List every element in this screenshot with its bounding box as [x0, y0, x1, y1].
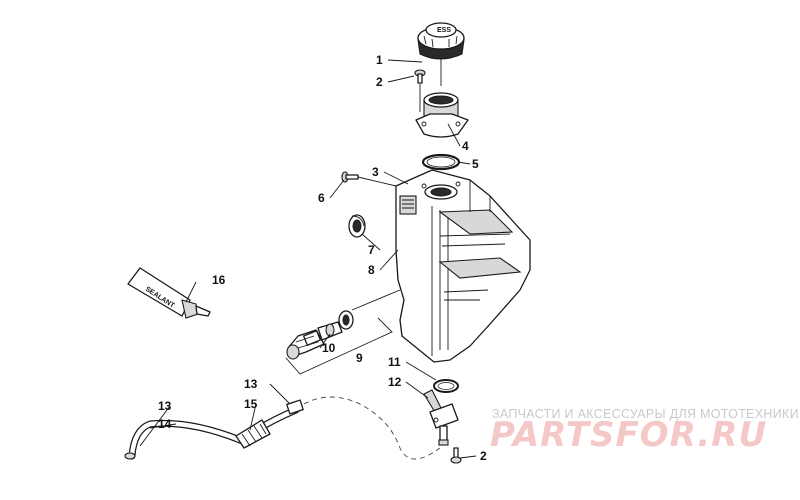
callout-8: 8: [368, 263, 375, 277]
callout-16: 16: [212, 273, 226, 287]
watermark-logo: PARTSFOR.RU: [490, 415, 767, 455]
callout-10: 10: [322, 341, 336, 355]
callout-12: 12: [388, 375, 402, 389]
o-ring-upper: [421, 153, 461, 171]
filler-neck: [415, 92, 469, 138]
callout-1: 1: [376, 53, 383, 67]
callout-13-lower: 13: [158, 399, 172, 413]
sealant-tube: SEALANT: [127, 267, 211, 319]
fuel-fitting: [423, 389, 459, 446]
callout-11: 11: [388, 355, 401, 369]
o-ring-lower: [433, 379, 459, 393]
callout-3: 3: [372, 165, 379, 179]
fuel-hose: [124, 399, 304, 460]
bolt: [341, 171, 359, 183]
callout-2-lower: 2: [480, 449, 487, 463]
callout-5: 5: [472, 157, 479, 171]
callout-14: 14: [158, 417, 172, 431]
callout-2-upper: 2: [376, 75, 383, 89]
screw-upper: [414, 69, 426, 84]
callout-6: 6: [318, 191, 325, 205]
callouts: 1 2 3 4 5 6 7 8 9 10 11 12 13 13 14 15 1…: [158, 53, 487, 463]
callout-15: 15: [244, 397, 258, 411]
watermark-subtitle: ЗАПЧАСТИ И АКСЕССУАРЫ ДЛЯ МОТОТЕХНИКИ: [492, 407, 799, 421]
fuel-cap: ESS: [417, 22, 465, 60]
callout-7: 7: [368, 243, 375, 257]
callout-13-upper: 13: [244, 377, 258, 391]
watermark: ЗАПЧАСТИ И АКСЕССУАРЫ ДЛЯ МОТОТЕХНИКИ PA…: [490, 407, 799, 455]
fuel-valve: [286, 310, 354, 360]
callout-4: 4: [462, 139, 469, 153]
grommet: [348, 214, 366, 238]
callout-9: 9: [356, 351, 363, 365]
screw-lower: [450, 447, 462, 464]
leader-lines: [139, 59, 477, 459]
cap-label: ESS: [437, 27, 451, 34]
fuel-tank: [395, 169, 531, 363]
